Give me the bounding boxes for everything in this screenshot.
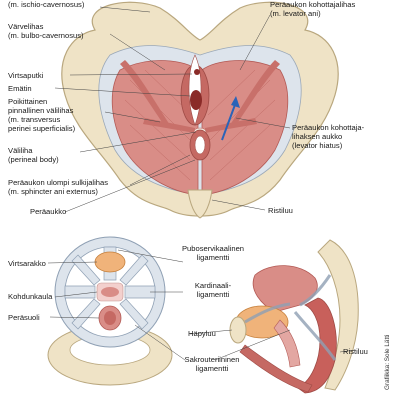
bladder [94,251,126,273]
label-cardinal: Kardinaali- [194,281,232,290]
label-vagina: Emätin [8,84,32,93]
label-bulbocavernosus: Värvelihas [8,22,44,31]
label-cervix: Kohdunkaula [8,292,53,301]
levator-hiatus-arrow [221,96,240,141]
sacrum [317,239,359,391]
label-bulbocavernosus-latin: (m. bulbo-cavernosus) [8,31,84,40]
rectum-side [297,297,337,394]
label-levator-hiatus-latin: (levator hiatus) [292,141,343,150]
label-anus: Peräaukko [30,207,67,216]
pelvis-top-view [61,1,339,219]
label-sacrouterine-2: ligamentti [195,364,229,373]
label-transverse-perineal-latin-2: perinei superficialis) [8,124,76,133]
leader-lines-top [54,6,291,213]
label-levator-hiatus: Peräaukon kohottaja- [292,123,365,132]
ischiocavernosus-muscle [120,60,170,128]
label-levator-ani-latin: (m. levator ani) [270,9,321,18]
leader-lines-bottom [47,249,356,361]
label-pubocervical-2: ligamentti [196,253,230,262]
label-transverse-perineal-2: pinnallinen välilihas [8,106,74,115]
label-pubic-bone: Häpyluu [188,329,216,338]
label-perineal-body: Väliliha [8,146,33,155]
label-sacrouterine: Sakrouteriininen [184,355,240,364]
vagina [190,90,202,110]
pelvis-side-view [229,239,359,394]
label-rectum: Peräsuoli [8,313,40,322]
pubic-bone [229,316,247,344]
transverse-perineal-muscle [143,118,195,133]
label-urethra: Virtsaputki [8,71,44,80]
label-sacrum: Ristiluu [343,347,368,356]
label-anal-sphincter: Peräaukon ulompi sulkijalihas [8,178,109,187]
label-levator-ani: Peräaukon kohottajalihas [270,0,356,9]
label-coccyx: Ristiluu [268,206,293,215]
anus-opening [194,135,206,155]
label-anal-sphincter-latin: (m. sphincter ani externus) [8,187,98,196]
label-ischiocavernosus: (m. ischio-cavernosus) [8,0,85,9]
label-bladder: Virtsarakko [8,259,46,268]
label-transverse-perineal: Poikittainen [8,97,48,106]
coccyx [187,189,213,219]
label-pubocervical: Puboservikaalinen [181,244,245,253]
ligament-ring-diagram [47,236,173,386]
transverse-perineal-muscle-right [205,118,257,133]
ligaments-side [244,274,337,361]
label-transverse-perineal-latin: (m. transversus [8,115,61,124]
label-perineal-body-latin: (perineal body) [8,155,59,164]
graphic-credit: Grafiikka: Sole Lätti [384,334,391,390]
label-levator-hiatus-2: lihaksen aukko [292,132,343,141]
label-cardinal-2: ligamentti [196,290,230,299]
ischiocavernosus-muscle-right [230,60,280,128]
pelvic-floor-muscle-side [239,344,313,393]
urethra [194,69,200,75]
